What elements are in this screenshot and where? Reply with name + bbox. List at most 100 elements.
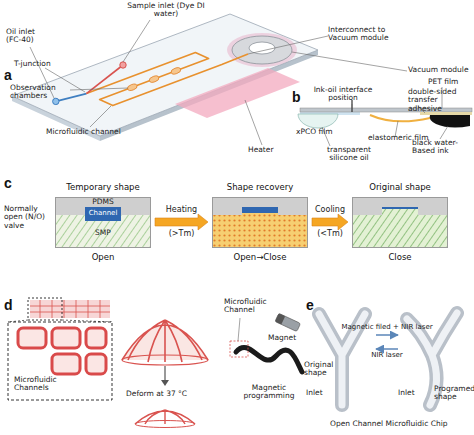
valve-state-box: Original shapeClose [352,183,448,267]
part-label: Open Channel Microfluidic Chip [330,420,448,428]
edge-label: NIR laser [371,352,402,360]
valve-cross-section [300,108,472,112]
leader-line [292,52,407,71]
edge-label: Magnetic filed + NIR laser [341,324,432,332]
channel-lattice [86,354,106,374]
node-text: Inlet [398,389,415,397]
panel-letter: e [306,298,314,314]
valve-state-box-outline [353,198,448,248]
part-label: Deform at 37 °C [126,390,187,398]
part-label: xPCO film [296,128,333,136]
part-label: Observation chambers [10,84,70,101]
magnetic-strip [230,313,302,372]
valve-state-box-outline [213,198,307,215]
vacuum-module [232,36,292,64]
node-text: PDMS [55,198,151,206]
edge-label: Heating (>Tm) [158,198,206,246]
microfluidic-channel [53,53,248,106]
part-label: double-sided transfer adhesive [408,88,472,113]
node-text: Close [352,253,448,263]
node-text: Open [55,253,151,263]
observation-chamber [127,67,182,92]
valve-cross-section [430,115,470,128]
part-label: Vacuum module [408,66,469,74]
leader-line [70,88,128,90]
panel-letter: d [4,298,13,314]
chip-illustration [12,14,318,136]
chip-shape: Programed shapeInlet [400,305,464,413]
dome-structure [135,421,195,428]
leader-line [440,126,448,139]
microfluidic-channel [120,62,126,68]
leader-line [123,20,150,62]
node-heading: Shape recovery [212,183,308,193]
part-label: Heater [248,146,274,154]
leader-line [90,106,111,127]
vacuum-module [227,33,297,67]
part-label: transparent silicone oil [318,146,380,163]
valve-state-box-outline [213,198,308,248]
part-label: Microfluidic Channel [224,298,284,315]
leader-line [352,104,353,108]
part-label: Sample inlet (Dye DI water) [126,2,206,19]
part-label: black water-Based ink [412,139,472,156]
valve-state-box: Temporary shapePDMS ChannelSMP Open [55,183,151,267]
part-label: Magnet [268,334,296,342]
chip-illustration [12,14,318,141]
part-label: Interconnect to Vacuum module [328,26,408,43]
panel-letter: a [4,68,12,84]
node-heading: Programed shape [434,385,468,402]
valve-state-box-outline [56,198,151,248]
channel-lattice [8,298,112,400]
microfluidic-channel [56,94,87,102]
valve-cross-section [298,114,338,128]
valve-state-box: Shape recoveryOpen→Close [212,183,308,267]
leader-line [248,36,328,54]
dome-structure [122,355,208,365]
process-arrow [312,214,348,230]
node-text: Inlet [306,389,323,397]
part-label: PET film [428,78,458,86]
magnetic-strip [238,318,240,341]
panel-letter: b [292,90,301,106]
connector-arrow [376,334,398,336]
valve-state-box-outline [353,198,447,215]
dome-structure [122,320,208,362]
magnetic-strip [275,313,301,331]
dome-structure [161,380,169,386]
part-label: T-junction [14,60,51,68]
node-heading: Original shape [352,183,448,193]
channel-lattice [28,298,62,320]
node-text: Channel [85,210,121,218]
observation-chamber [170,67,181,76]
channel-lattice [52,328,80,348]
magnetic-strip [230,341,248,357]
edge-label: Cooling (<Tm) [306,198,354,246]
channel-lattice [30,300,110,318]
node-heading: Temporary shape [55,183,151,193]
leader-line [30,20,407,145]
connector-arrow [376,348,398,350]
part-label: Microfluidic Channels [14,376,74,393]
part-label: Oil inlet (FC-40) [6,28,50,45]
part-label: Ink-oil interface position [310,86,376,103]
channel-lattice [52,354,80,374]
node-text: Open→Close [212,253,308,263]
valve-state-box-outline [213,213,307,247]
microfluidic-channel [86,53,248,106]
vacuum-module [249,42,275,54]
magnetic-strip [275,313,285,324]
part-label: Microfluidic channel [46,128,121,136]
vacuum-module [227,33,297,67]
microfluidic-channel [53,98,59,104]
valve-state-box-outline [242,207,278,213]
panel-letter: c [4,176,12,192]
channel-lattice [8,322,112,400]
part-label: Magnetic programming [234,384,304,401]
node-text: SMP [55,229,151,237]
valve-state-box-outline [85,207,121,221]
dome-structure [122,320,208,428]
magnetic-strip [236,347,302,372]
leader-line [245,100,262,145]
